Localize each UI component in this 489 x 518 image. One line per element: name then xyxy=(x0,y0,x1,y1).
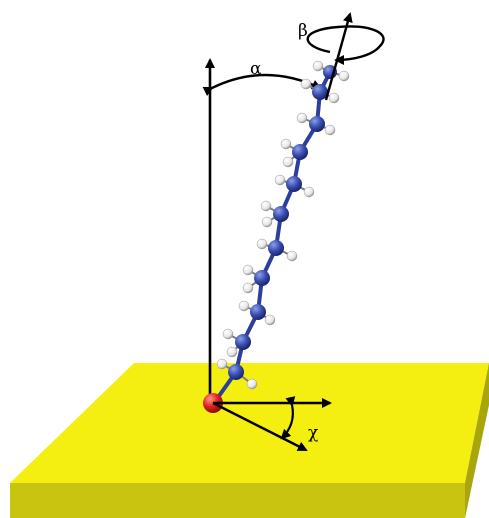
carbon-atom xyxy=(286,176,302,192)
hydrogen-atom xyxy=(280,138,292,150)
hydrogen-atom xyxy=(312,60,324,72)
carbon-atoms xyxy=(228,65,337,380)
carbon-atom xyxy=(228,364,244,380)
hydrogen-atom xyxy=(226,346,238,358)
hydrogen-atoms xyxy=(216,60,350,390)
carbon-atom xyxy=(235,334,251,350)
hydrogen-atom xyxy=(328,92,340,104)
carbon-atom xyxy=(254,270,270,286)
gold-substrate xyxy=(10,363,489,518)
twist-rotation-arc xyxy=(306,25,385,65)
hydrogen-atom xyxy=(296,112,308,124)
hydrogen-atom xyxy=(238,300,250,312)
azimuth-angle-label: χ xyxy=(308,423,318,443)
hydrogen-atom xyxy=(338,70,350,82)
carbon-atom xyxy=(268,240,284,256)
tilt-angle-label: α xyxy=(250,59,262,79)
carbon-atom xyxy=(250,304,266,320)
hydrogen-atom xyxy=(264,314,276,326)
hydrogen-atom xyxy=(216,358,228,370)
hydrogen-atom xyxy=(242,282,254,294)
substrate-side-face xyxy=(465,363,489,518)
twist-angle-label: β xyxy=(298,21,308,41)
carbon-atom xyxy=(292,144,308,160)
carbon-atom xyxy=(309,116,325,132)
hydrogen-atom xyxy=(274,174,286,186)
hydrogen-atom xyxy=(242,264,254,276)
hydrogen-atom xyxy=(261,216,273,228)
hydrogen-atom xyxy=(260,200,272,212)
carbon-atom xyxy=(312,84,328,100)
hydrogen-atom xyxy=(286,250,298,262)
hydrogen-atom xyxy=(246,378,258,390)
projected-axis xyxy=(212,401,308,452)
azimuth-angle-arc xyxy=(280,396,296,440)
hydrogen-atom xyxy=(324,124,336,136)
substrate-top-face xyxy=(10,363,489,483)
hydrogen-atom xyxy=(222,328,234,340)
hydrogen-atom xyxy=(256,238,268,250)
hydrogen-atom xyxy=(303,186,315,198)
hydrogen-atom xyxy=(300,78,312,90)
carbon-atom xyxy=(273,206,289,222)
hydrogen-atom xyxy=(282,156,294,168)
substrate-front-face xyxy=(10,483,465,518)
